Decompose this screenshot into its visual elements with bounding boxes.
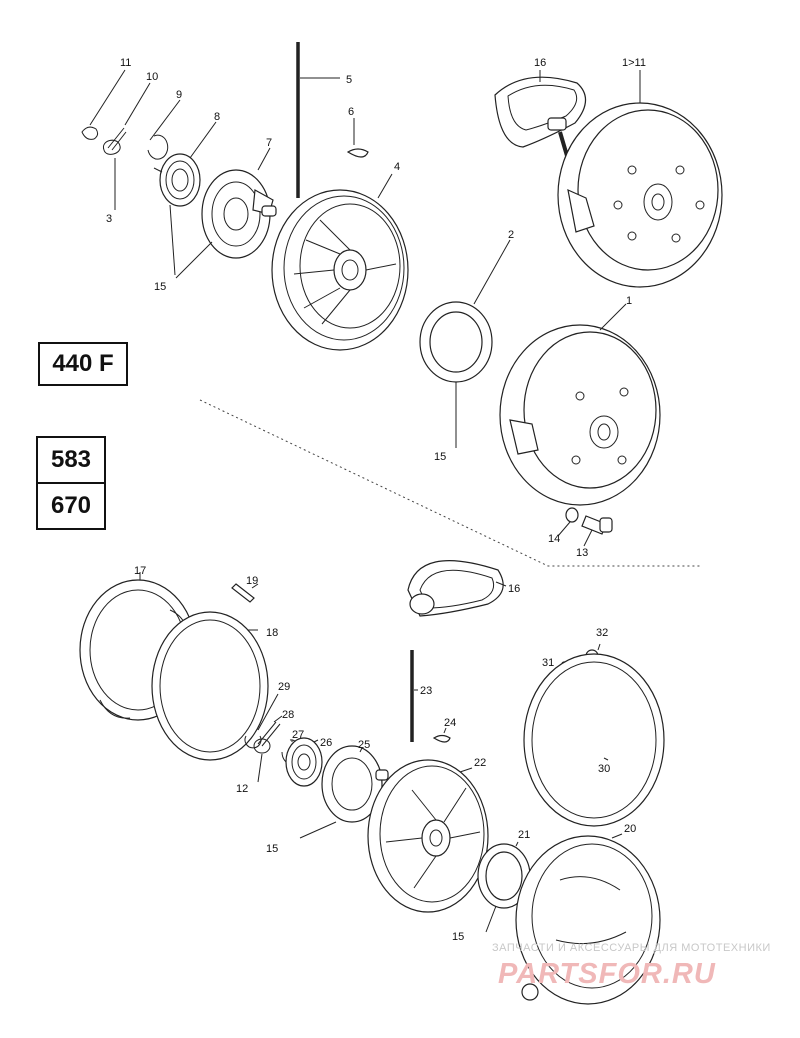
label-3: 3: [106, 213, 112, 225]
part-21-ring: [477, 841, 531, 933]
part-9-ring: [147, 99, 181, 160]
part-30-band: [523, 653, 665, 827]
part-20-cover: [515, 833, 661, 1005]
part-13-bolt: [581, 515, 613, 547]
part-24-key: [432, 727, 451, 743]
label-32: 32: [596, 627, 608, 639]
label-14: 14: [548, 533, 560, 545]
label-26: 26: [320, 737, 332, 749]
label-1-to-11: 1>11: [622, 57, 646, 69]
label-18: 18: [266, 627, 278, 639]
label-20: 20: [624, 823, 636, 835]
part-8-spring: [153, 121, 217, 276]
part-26-spring: [285, 737, 323, 787]
part-16-handle-bottom: [407, 560, 507, 617]
label-15-a: 15: [154, 281, 166, 293]
model-label-583: 583: [36, 436, 106, 484]
label-24: 24: [444, 717, 456, 729]
watermark-tagline: ЗАПЧАСТИ И АКСЕССУАРЫ ДЛЯ МОТОТЕХНИКИ: [492, 942, 771, 954]
label-28: 28: [282, 709, 294, 721]
part-5-rope: [296, 42, 340, 198]
label-13: 13: [576, 547, 588, 559]
part-23-rope: [410, 650, 418, 742]
label-31: 31: [542, 657, 554, 669]
part-11-clip: [81, 69, 126, 140]
label-5: 5: [346, 74, 352, 86]
label-11: 11: [120, 57, 131, 69]
label-16-top: 16: [534, 57, 546, 69]
label-23: 23: [420, 685, 432, 697]
label-2: 2: [508, 229, 514, 241]
label-15-d: 15: [452, 931, 464, 943]
label-15-b: 15: [434, 451, 446, 463]
label-7: 7: [266, 137, 272, 149]
housing-assembly-top: [557, 70, 723, 288]
label-25: 25: [358, 739, 370, 751]
part-10-spring: [102, 82, 151, 210]
label-1: 1: [626, 295, 632, 307]
part-25-cup: [299, 745, 389, 839]
label-27: 27: [292, 729, 304, 741]
label-12: 12: [236, 783, 248, 795]
part-22-pulley: [367, 759, 489, 913]
label-6: 6: [348, 106, 354, 118]
label-29: 29: [278, 681, 290, 693]
watermark-logo: PARTSFOR.RU: [498, 958, 716, 990]
model-label-440f: 440 F: [38, 342, 128, 386]
label-22: 22: [474, 757, 486, 769]
label-10: 10: [146, 71, 158, 83]
label-17: 17: [134, 565, 146, 577]
label-4: 4: [394, 161, 400, 173]
label-30: 30: [598, 763, 610, 775]
part-28-spring: [253, 715, 283, 783]
part-14-washer: [557, 507, 579, 537]
part-2-ring: [419, 239, 511, 448]
part-4-pulley: [271, 173, 409, 351]
label-16-bottom: 16: [508, 583, 520, 595]
label-9: 9: [176, 89, 182, 101]
part-6-key: [346, 118, 369, 158]
part-1-housing: [499, 303, 661, 506]
part-19-screw: [231, 583, 259, 603]
model-label-670: 670: [36, 482, 106, 530]
section-divider: [199, 399, 700, 567]
label-19: 19: [246, 575, 258, 587]
part-7-cup: [175, 147, 277, 279]
label-15-c: 15: [266, 843, 278, 855]
label-8: 8: [214, 111, 220, 123]
part-18-ring: [151, 611, 269, 761]
label-21: 21: [518, 829, 530, 841]
